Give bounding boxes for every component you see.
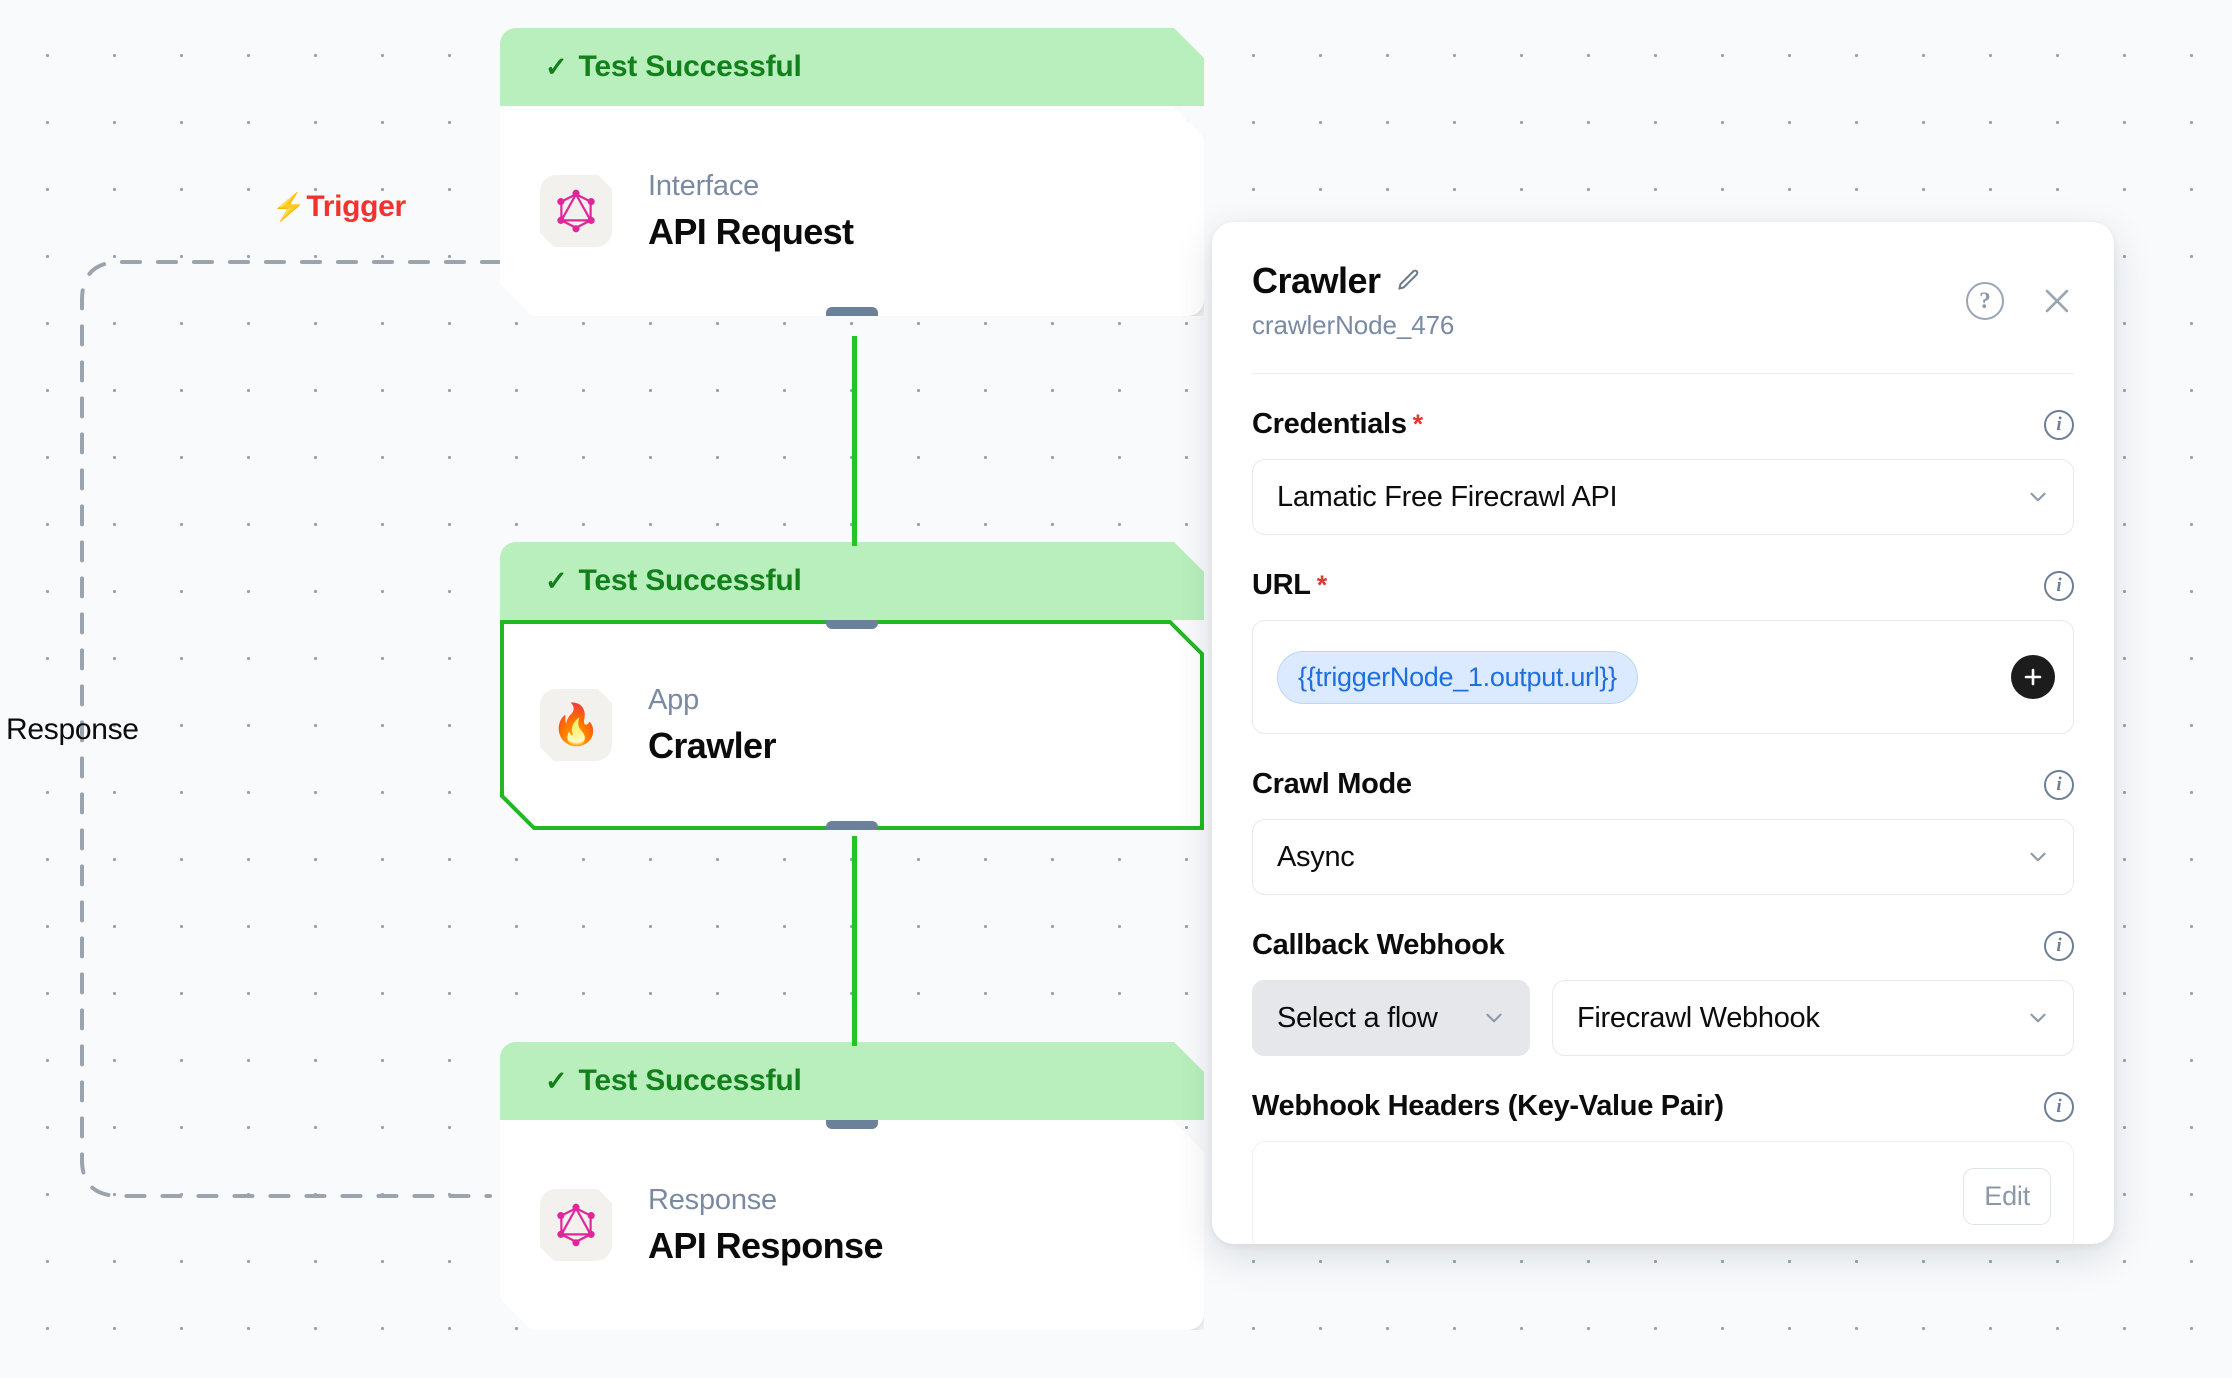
node-card-body[interactable]: Interface API Request xyxy=(500,106,1204,316)
credentials-label: Credentials * xyxy=(1252,408,1424,440)
flow-select[interactable]: Select a flow xyxy=(1252,980,1530,1056)
webhook-headers-box[interactable]: Edit xyxy=(1252,1141,2074,1244)
crawl-mode-select[interactable]: Async xyxy=(1252,819,2074,895)
webhook-select-value: Firecrawl Webhook xyxy=(1577,1001,1820,1034)
url-label: URL * xyxy=(1252,569,1328,601)
pencil-icon[interactable] xyxy=(1395,268,1421,294)
info-icon[interactable]: i xyxy=(2044,769,2074,800)
crawl-mode-value: Async xyxy=(1277,840,1355,873)
info-icon[interactable]: i xyxy=(2044,409,2074,440)
field-webhook-headers: Webhook Headers (Key-Value Pair) i Edit xyxy=(1252,1090,2074,1244)
node-title: Crawler xyxy=(648,724,776,766)
url-variable-token[interactable]: {{triggerNode_1.output.url}} xyxy=(1277,650,1638,704)
callback-webhook-label: Callback Webhook xyxy=(1252,929,1505,961)
required-marker: * xyxy=(1316,570,1328,600)
edge-label-trigger: ⚡ Trigger xyxy=(272,190,406,224)
help-circle-icon[interactable]: ? xyxy=(1966,282,2004,320)
field-credentials: Credentials * i Lamatic Free Firecrawl A… xyxy=(1252,408,2074,535)
node-properties-panel[interactable]: Crawler crawlerNode_476 ? xyxy=(1212,222,2114,1244)
edge-label-response: Response xyxy=(6,713,139,746)
flow-select-value: Select a flow xyxy=(1277,1001,1438,1034)
node-kind-label: Response xyxy=(648,1183,777,1216)
credentials-select[interactable]: Lamatic Free Firecrawl API xyxy=(1252,459,2074,535)
connector-1 xyxy=(852,336,857,546)
panel-divider xyxy=(1252,373,2074,374)
node-card-body[interactable]: 🔥 App Crawler xyxy=(500,620,1204,830)
required-marker: * xyxy=(1412,409,1424,439)
lightning-bolt-icon: ⚡ xyxy=(272,191,306,222)
credentials-value: Lamatic Free Firecrawl API xyxy=(1277,480,1618,513)
panel-subtitle: crawlerNode_476 xyxy=(1252,310,1455,340)
crawl-mode-label: Crawl Mode xyxy=(1252,768,1412,800)
graphql-icon xyxy=(540,1189,612,1261)
field-callback-webhook: Callback Webhook i Select a flow Firecra… xyxy=(1252,929,2074,1056)
node-status-badge: ✓ Test Successful xyxy=(500,542,1204,620)
fire-emoji: 🔥 xyxy=(551,703,601,747)
node-title: API Response xyxy=(648,1224,883,1266)
check-icon: ✓ xyxy=(545,51,568,82)
node-status-text: Test Successful xyxy=(578,564,802,597)
close-icon[interactable] xyxy=(2040,284,2074,318)
node-kind-label: Interface xyxy=(648,169,760,202)
chevron-down-icon xyxy=(2025,1005,2051,1031)
info-icon[interactable]: i xyxy=(2044,930,2074,961)
check-icon: ✓ xyxy=(545,565,568,596)
fire-icon: 🔥 xyxy=(540,689,612,761)
graphql-icon xyxy=(540,175,612,247)
webhook-headers-label: Webhook Headers (Key-Value Pair) xyxy=(1252,1090,1724,1122)
node-crawler[interactable]: ✓ Test Successful 🔥 App Crawler xyxy=(500,542,1204,830)
chevron-down-icon xyxy=(1481,1005,1507,1031)
node-kind-label: App xyxy=(648,683,699,716)
url-input[interactable]: {{triggerNode_1.output.url}} xyxy=(1252,620,2074,734)
field-crawl-mode: Crawl Mode i Async xyxy=(1252,768,2074,895)
node-status-badge: ✓ Test Successful xyxy=(500,1042,1204,1120)
info-icon[interactable]: i xyxy=(2044,1091,2074,1122)
node-api-request[interactable]: ✓ Test Successful xyxy=(500,28,1204,316)
panel-title: Crawler xyxy=(1252,260,1381,301)
node-card-body[interactable]: Response API Response xyxy=(500,1120,1204,1330)
trigger-label-text: Trigger xyxy=(306,190,406,223)
check-icon: ✓ xyxy=(545,1065,568,1096)
node-api-response[interactable]: ✓ Test Successful xyxy=(500,1042,1204,1330)
edit-button[interactable]: Edit xyxy=(1963,1168,2051,1225)
info-icon[interactable]: i xyxy=(2044,570,2074,601)
plus-icon[interactable] xyxy=(2011,655,2055,699)
node-title: API Request xyxy=(648,210,854,252)
chevron-down-icon xyxy=(2025,844,2051,870)
connector-2 xyxy=(852,836,857,1046)
node-handle-bottom[interactable] xyxy=(826,307,878,326)
node-status-text: Test Successful xyxy=(578,1064,802,1097)
chevron-down-icon xyxy=(2025,484,2051,510)
node-status-text: Test Successful xyxy=(578,50,802,83)
node-status-badge: ✓ Test Successful xyxy=(500,28,1204,106)
field-url: URL * i {{triggerNode_1.output.url}} xyxy=(1252,569,2074,734)
webhook-select[interactable]: Firecrawl Webhook xyxy=(1552,980,2074,1056)
